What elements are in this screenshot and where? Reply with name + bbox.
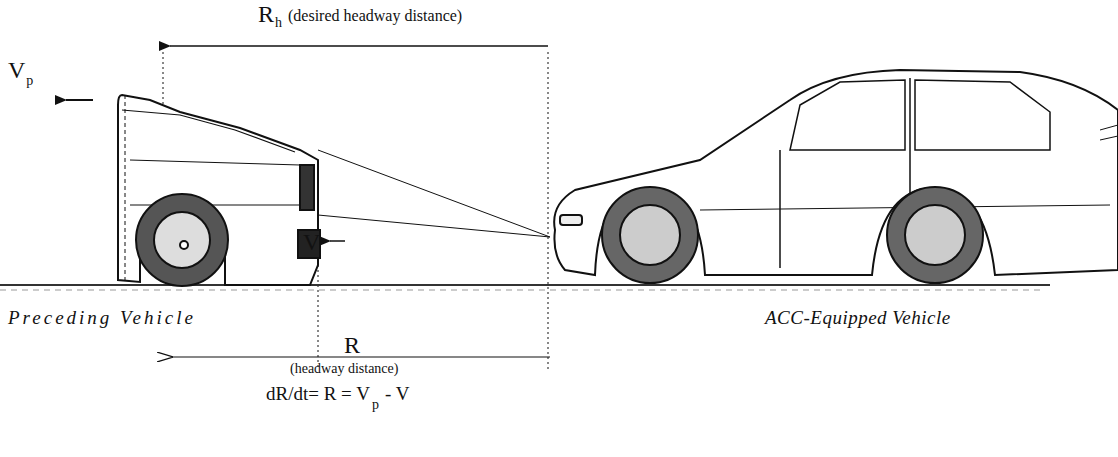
dimension-note: (headway distance) xyxy=(290,362,398,376)
distance-symbol: R xyxy=(258,2,274,26)
velocity-arrow xyxy=(66,99,93,101)
acc-vehicle xyxy=(554,70,1118,283)
dimension-note: (desired headway distance) xyxy=(288,8,462,24)
vehicle-caption: Preceding Vehicle xyxy=(8,308,196,327)
vehicle-caption: ACC-Equipped Vehicle xyxy=(765,308,951,327)
subscript: p xyxy=(26,74,33,88)
dotted-guide xyxy=(163,52,164,108)
road-line xyxy=(0,284,1050,286)
velocity-arrow xyxy=(330,240,345,242)
road-texture xyxy=(0,290,1040,291)
equation: - V xyxy=(385,384,409,403)
subscript: p xyxy=(372,398,379,412)
headway-arrow xyxy=(172,356,550,357)
desired-headway-arrow xyxy=(170,45,548,47)
preceding-vehicle xyxy=(118,95,320,286)
velocity-symbol: V xyxy=(303,230,320,254)
subscript: h xyxy=(275,16,282,30)
equation: dR/dt= R = V xyxy=(266,384,370,403)
dotted-guide xyxy=(548,52,549,370)
sensor-beam xyxy=(318,215,550,237)
velocity-symbol: V xyxy=(8,58,25,82)
distance-symbol: R xyxy=(344,333,360,357)
sensor-beam xyxy=(318,150,550,237)
